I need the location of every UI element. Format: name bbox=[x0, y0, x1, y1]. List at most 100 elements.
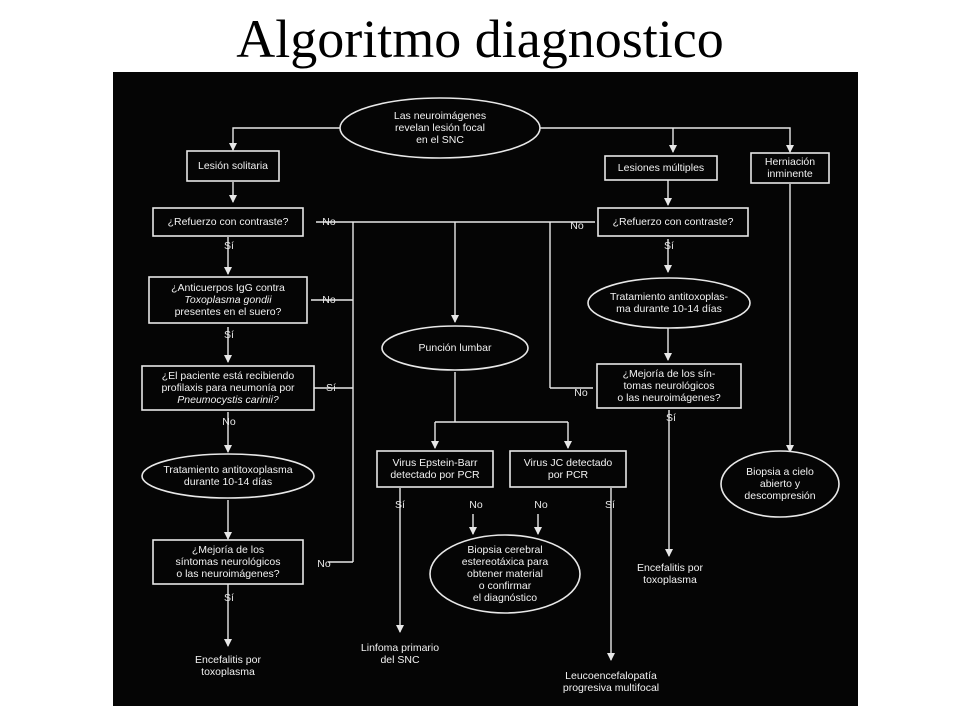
edge-label-no-profilaxis: No bbox=[222, 416, 236, 428]
oval-tratamiento-left bbox=[141, 453, 315, 499]
edge-label-si-refuerzo-left: Sí bbox=[224, 240, 234, 252]
node-line: profilaxis para neumonía por bbox=[161, 382, 295, 394]
box-refuerzo-right bbox=[597, 207, 749, 237]
node-tratamiento-right: Tratamiento antitoxoplas-ma durante 10-1… bbox=[610, 291, 728, 315]
node-line: toxoplasma bbox=[201, 666, 255, 678]
oval-biopsia-cielo bbox=[720, 450, 840, 518]
edge-label-no-mejoria-right: No bbox=[574, 387, 588, 399]
node-refuerzo-left: ¿Refuerzo con contraste? bbox=[168, 216, 289, 228]
node-line: ma durante 10-14 días bbox=[616, 303, 722, 315]
node-line: ¿Mejoría de los sín- bbox=[622, 368, 716, 380]
edge-label-no-refuerzo-left: No bbox=[322, 216, 336, 228]
node-refuerzo-right: ¿Refuerzo con contraste? bbox=[613, 216, 734, 228]
box-anticuerpos bbox=[148, 276, 308, 324]
edge-label-si-mejoria-right: Sí bbox=[666, 412, 676, 424]
node-line: Herniación bbox=[764, 156, 816, 168]
node-multiples: Lesiones múltiples bbox=[618, 162, 704, 174]
oval-biopsia-cerebral bbox=[429, 534, 581, 614]
box-mejoria-right bbox=[596, 363, 742, 409]
node-line: síntomas neurológicos bbox=[175, 556, 281, 568]
node-line: inminente bbox=[767, 168, 813, 180]
node-line: Encefalitis por bbox=[637, 562, 703, 574]
edge-label-no-anticuerpos: No bbox=[322, 294, 336, 306]
node-line: presentes en el suero? bbox=[174, 306, 282, 318]
node-line: revelan lesión focal bbox=[395, 122, 485, 134]
edge-label-no-epstein: No bbox=[469, 499, 483, 511]
node-line: ¿El paciente está recibiendo bbox=[161, 370, 295, 382]
node-line: detectado por PCR bbox=[390, 469, 480, 481]
flowchart: No Sí No Sí Sí No No Sí No Sí No Sí Sí N… bbox=[113, 72, 858, 706]
node-line: en el SNC bbox=[416, 134, 464, 146]
node-line: Las neuroimágenes bbox=[393, 110, 487, 122]
box-profilaxis bbox=[141, 365, 315, 411]
node-line: Tratamiento antitoxoplas- bbox=[609, 291, 729, 303]
edge-label-no-refuerzo-right: No bbox=[570, 220, 584, 232]
oval-root bbox=[339, 97, 541, 159]
node-line: o las neuroimágenes? bbox=[617, 392, 721, 404]
node-line: Pneumocystis carinii? bbox=[177, 394, 279, 406]
node-line: Lesiones múltiples bbox=[617, 162, 705, 174]
node-line: del SNC bbox=[380, 654, 420, 666]
node-line: Biopsia a cielo bbox=[746, 466, 814, 478]
node-line: el diagnóstico bbox=[472, 592, 538, 604]
node-line: o las neuroimágenes? bbox=[176, 568, 280, 580]
node-line: Toxoplasma gondii bbox=[184, 294, 272, 306]
box-multiples bbox=[604, 155, 718, 181]
box-refuerzo-left bbox=[152, 207, 304, 237]
edge-label-no-jc: No bbox=[534, 499, 548, 511]
node-line: ¿Refuerzo con contraste? bbox=[612, 216, 734, 228]
node-line: por PCR bbox=[547, 469, 589, 481]
node-puncion: Punción lumbar bbox=[419, 342, 492, 354]
node-line: toxoplasma bbox=[643, 574, 697, 586]
edge-label-no-mejoria-left: No bbox=[317, 558, 331, 570]
node-line: Biopsia cerebral bbox=[467, 544, 543, 556]
node-line: Punción lumbar bbox=[418, 342, 492, 354]
edge-label-si-jc: Sí bbox=[605, 499, 615, 511]
node-line: durante 10-14 días bbox=[183, 476, 273, 488]
node-line: abierto y bbox=[759, 478, 801, 490]
node-line: Tratamiento antitoxoplasma bbox=[163, 464, 293, 476]
node-line: o confirmar bbox=[478, 580, 532, 592]
node-line: tomas neurológicos bbox=[623, 380, 715, 392]
oval-puncion bbox=[381, 325, 529, 371]
slide-title: Algoritmo diagnostico bbox=[236, 9, 724, 69]
box-herniacion bbox=[750, 152, 830, 184]
box-solitaria bbox=[186, 150, 280, 182]
node-line: progresiva multifocal bbox=[562, 682, 660, 694]
node-line: descompresión bbox=[744, 490, 816, 502]
node-line: Virus JC detectado bbox=[523, 457, 613, 469]
edge-label-si-profilaxis: Sí bbox=[326, 382, 336, 394]
edge-label-si-refuerzo-right: Sí bbox=[664, 240, 674, 252]
edge-label-si-epstein: Sí bbox=[395, 499, 405, 511]
node-line: obtener material bbox=[467, 568, 543, 580]
box-jc bbox=[509, 450, 627, 488]
edge-label-si-anticuerpos: Sí bbox=[224, 329, 234, 341]
box-mejoria-left bbox=[152, 539, 304, 585]
node-line: ¿Refuerzo con contraste? bbox=[167, 216, 289, 228]
edge-label-si-mejoria-left: Sí bbox=[224, 592, 234, 604]
node-line: Linfoma primario bbox=[360, 642, 440, 654]
node-solitaria: Lesión solitaria bbox=[198, 160, 268, 172]
box-epstein bbox=[376, 450, 494, 488]
node-line: Virus Epstein-Barr bbox=[392, 457, 478, 469]
node-line: ¿Mejoría de los bbox=[191, 544, 265, 556]
node-line: estereotáxica para bbox=[461, 556, 549, 568]
node-line: Lesión solitaria bbox=[197, 160, 269, 172]
node-line: ¿Anticuerpos IgG contra bbox=[171, 282, 285, 294]
node-line: Leucoencefalopatía bbox=[565, 670, 657, 682]
flowchart-connectors bbox=[141, 97, 840, 661]
